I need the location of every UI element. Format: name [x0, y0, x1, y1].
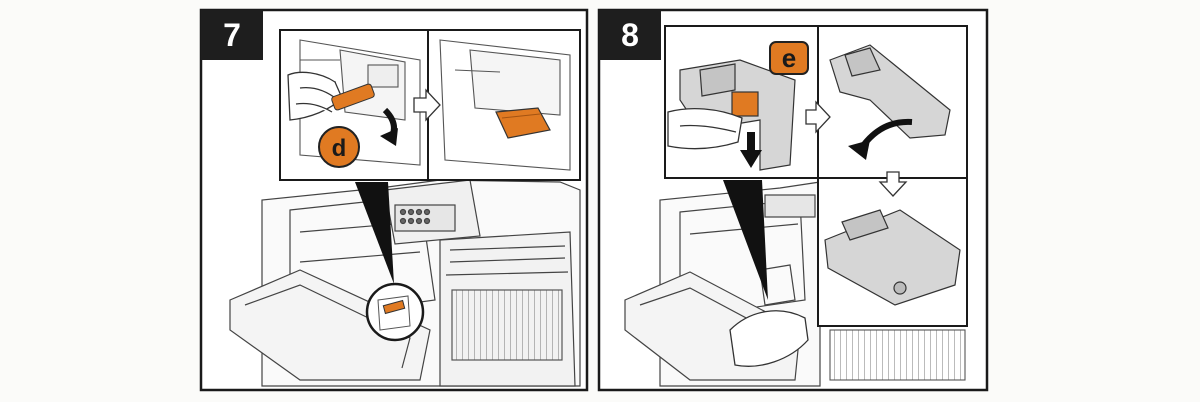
magnify-circle-icon — [365, 282, 425, 342]
locking-lever-e — [731, 91, 759, 117]
toner-part-removed — [495, 107, 551, 139]
pointer-wedge — [355, 182, 394, 284]
printer-illustration — [229, 179, 581, 387]
callout-letter: e — [782, 43, 796, 73]
printer-detail — [829, 329, 966, 381]
hand-icon — [667, 108, 743, 150]
step-7-badge: 7 — [201, 10, 263, 60]
step-7-panel: 7 — [199, 8, 589, 392]
callout-letter: d — [332, 135, 347, 162]
hand-icon — [287, 71, 343, 121]
step-7-inset: d — [279, 29, 581, 181]
arrow-down-icon — [878, 171, 908, 197]
step-number: 8 — [621, 17, 639, 53]
arrow-down-icon — [740, 132, 762, 168]
keypad — [394, 204, 456, 232]
pointer-wedge — [723, 180, 768, 300]
arrow-right-icon — [413, 88, 441, 122]
step-number: 7 — [223, 17, 241, 53]
callout-e: e — [769, 41, 809, 75]
hand-icon — [729, 310, 809, 367]
callout-d: d — [318, 126, 360, 168]
arrow-right-icon — [805, 100, 831, 134]
step-8-badge: 8 — [599, 10, 661, 60]
step-8-panel: 8 — [597, 8, 989, 392]
step-8-inset: e — [664, 25, 968, 327]
toner-tab-d — [331, 83, 375, 111]
